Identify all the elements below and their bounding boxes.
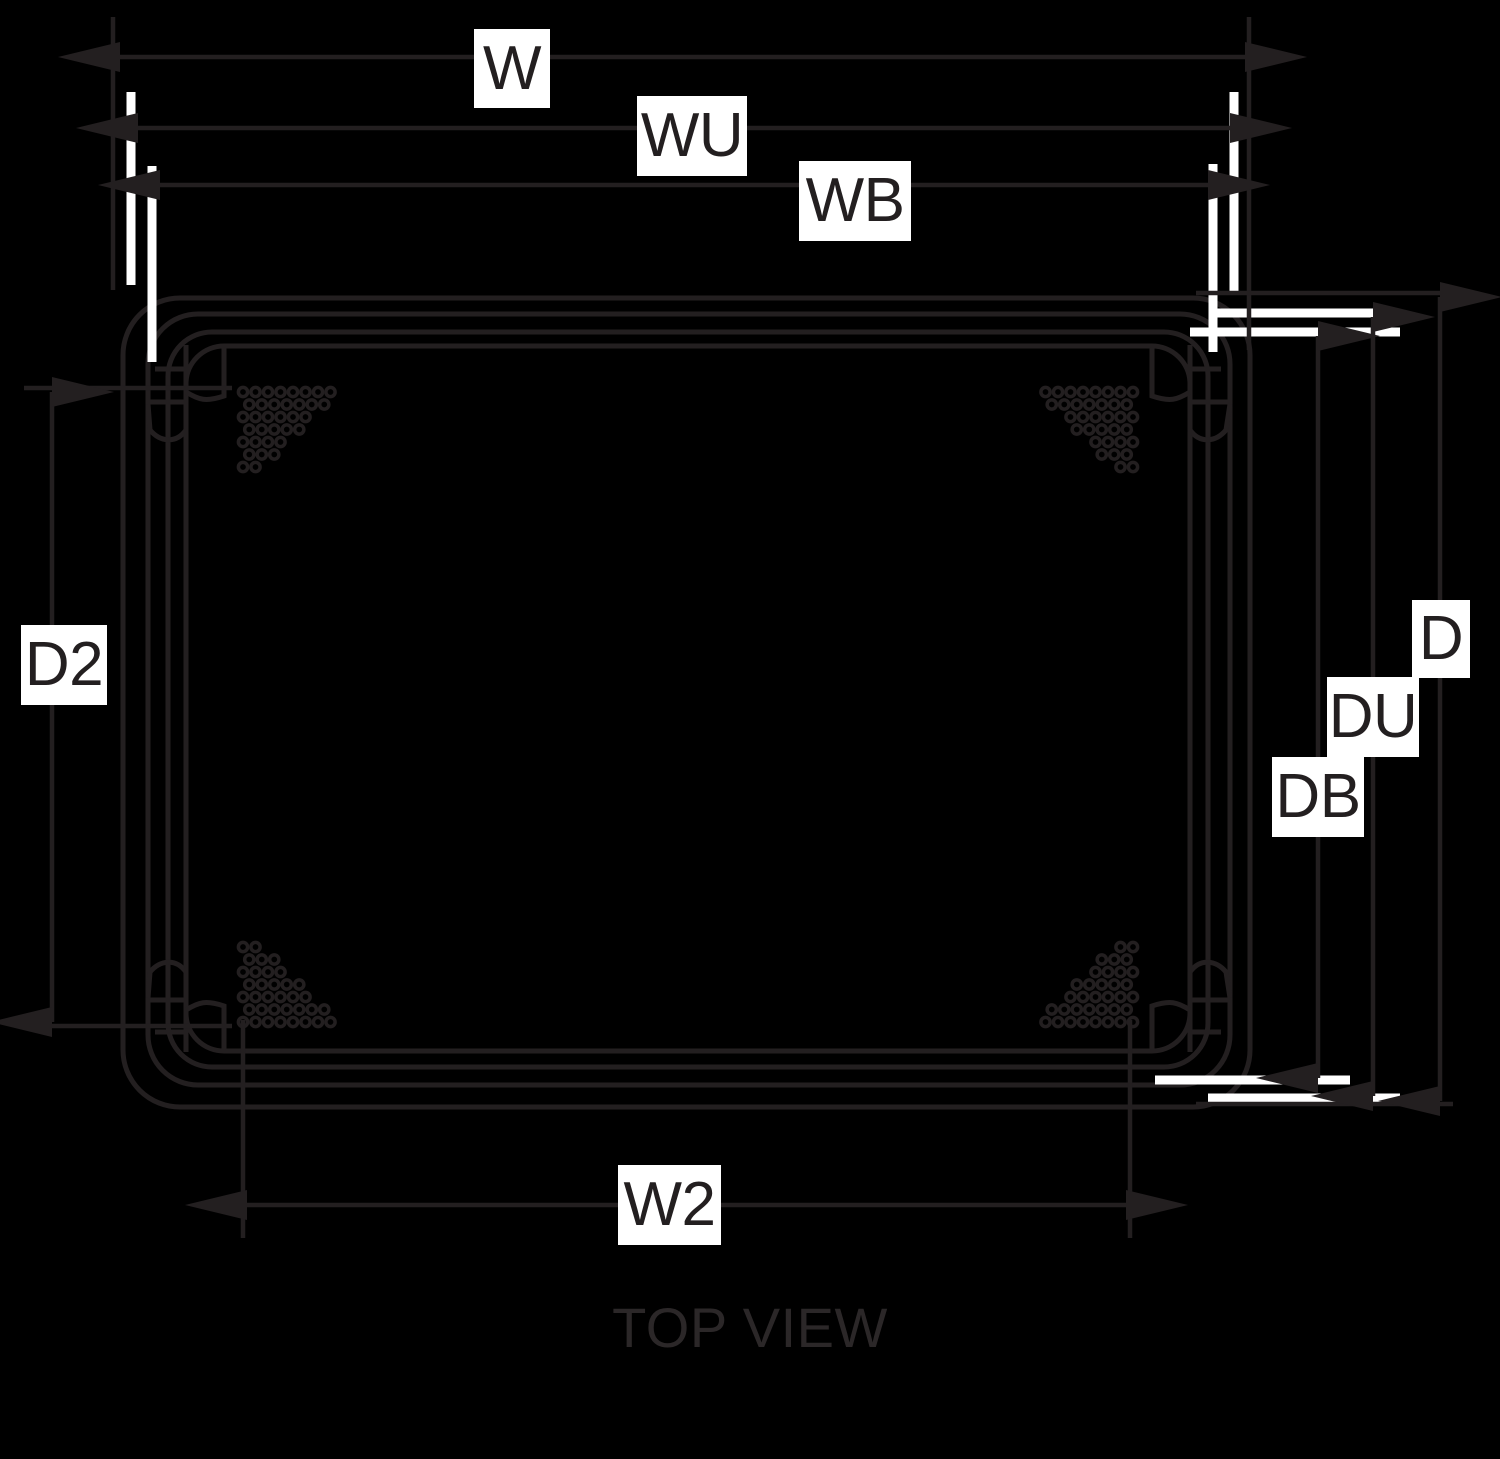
dot-patch-top-left — [236, 385, 337, 474]
dimension-label-wu: WU — [637, 96, 747, 176]
dimension-label-d: D — [1412, 600, 1470, 678]
dot-patch-bottom-left — [236, 940, 337, 1029]
dot-patch-bottom-right — [1039, 940, 1140, 1029]
dimension-label-w2: W2 — [618, 1165, 721, 1245]
dimension-lines — [0, 42, 1500, 1220]
dimension-label-db: DB — [1272, 757, 1364, 837]
dimension-label-d2: D2 — [21, 625, 107, 705]
latch-br-curve — [1149, 1000, 1192, 1051]
view-caption: TOP VIEW — [612, 1296, 888, 1359]
latch-tl-curve — [184, 346, 227, 402]
witness-lines — [24, 17, 1453, 1238]
dimension-label-w: W — [474, 29, 550, 108]
latch-bl-tick — [155, 1010, 189, 1052]
latch-tr-tick — [1187, 345, 1221, 392]
body-outline-third — [165, 329, 1211, 1070]
corner-latch-details — [145, 345, 1233, 1052]
latch-tr-curve — [1149, 346, 1192, 402]
latch-tl-tick — [155, 345, 189, 392]
body-outline-second — [145, 311, 1233, 1088]
latch-tr-notch — [1187, 399, 1233, 443]
vent-dot-patches — [236, 385, 1140, 1029]
dimension-label-du: DU — [1327, 677, 1419, 757]
latch-br-tick — [1187, 1010, 1221, 1052]
latch-bl-curve — [184, 1000, 227, 1051]
latch-tl-notch — [145, 399, 189, 443]
latch-bl-notch — [145, 959, 189, 1003]
latch-br-notch — [1187, 959, 1233, 1003]
body-outline-inner — [183, 343, 1193, 1054]
dot-patch-top-right — [1039, 385, 1140, 474]
dimension-label-wb: WB — [799, 161, 911, 241]
